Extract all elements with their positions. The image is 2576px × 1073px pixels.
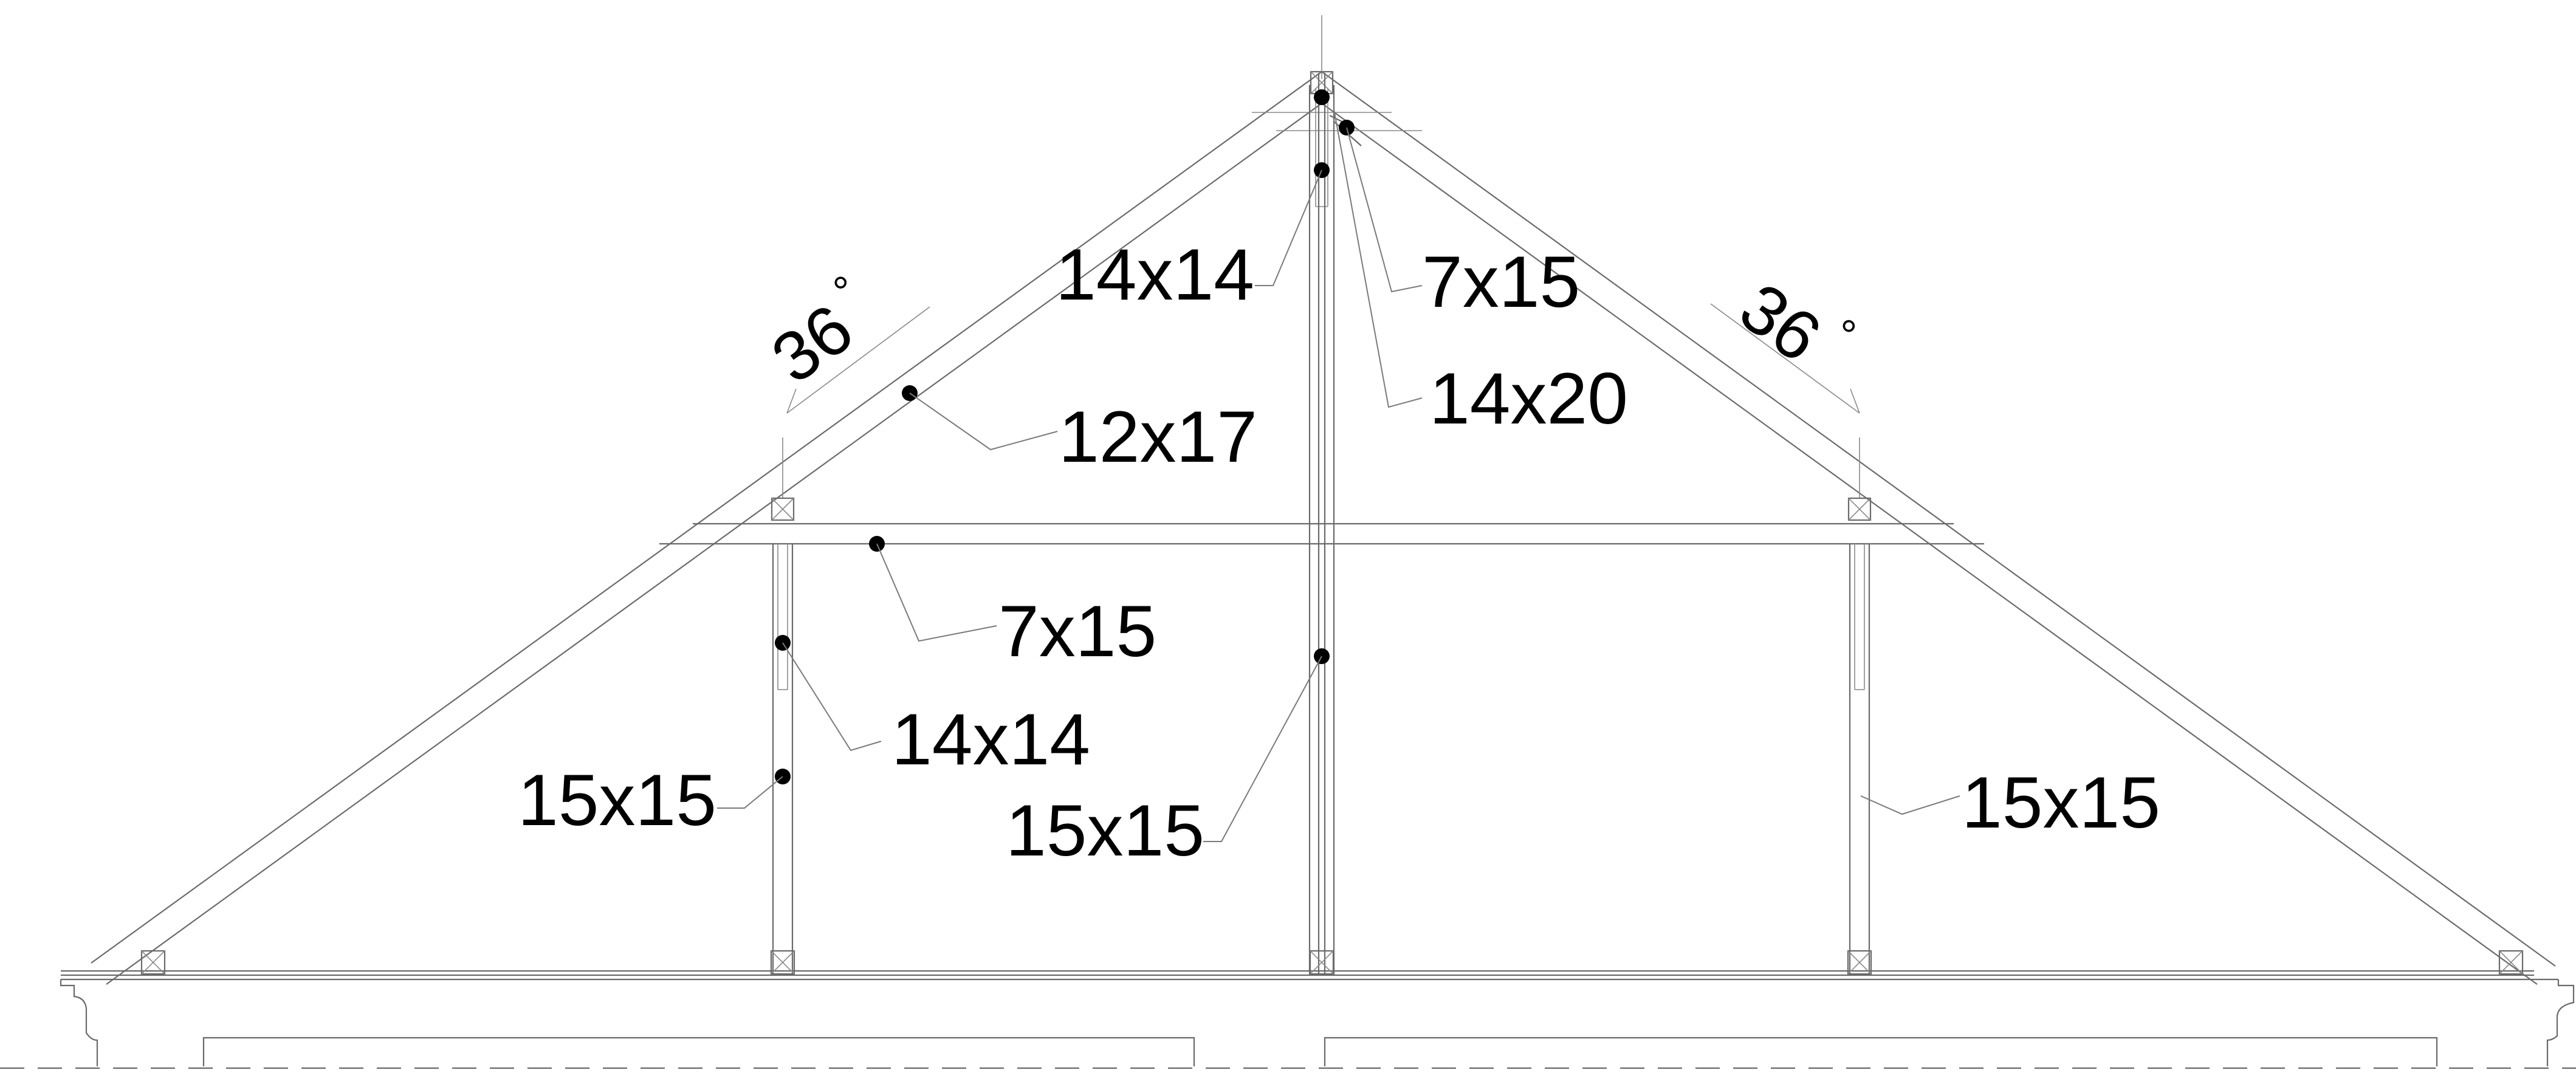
label-collar-tie: 7x15 (998, 591, 1156, 672)
tie-beam (61, 970, 2558, 981)
left-post (771, 437, 795, 975)
label-left-post-lower: 15x15 (518, 759, 716, 841)
bottom-nodes (140, 950, 2524, 975)
label-rafter: 12x17 (1059, 396, 1257, 478)
king-post (1308, 73, 1335, 975)
right-angle-value: 36 (1726, 269, 1835, 377)
label-left-post-upper: 14x14 (891, 699, 1090, 780)
collar-tie (659, 523, 1984, 545)
label-right-post: 15x15 (1962, 762, 2160, 843)
right-rafter (1321, 71, 2556, 985)
label-brace: 14x20 (1429, 358, 1628, 439)
member-labels: 14x14 7x15 14x20 12x17 7x15 14x14 15x15 … (518, 234, 2160, 871)
label-king-post: 14x14 (1056, 234, 1254, 315)
right-cornice (2546, 979, 2575, 1066)
right-post (1847, 437, 1872, 975)
lower-walls (0, 1037, 2576, 1069)
leaders (717, 89, 1960, 842)
label-strut-top: 7x15 (1422, 241, 1580, 323)
label-center-post-lower: 15x15 (1006, 790, 1204, 871)
left-cornice (60, 979, 98, 1066)
right-angle-mark: 36 ° (1710, 269, 1864, 414)
